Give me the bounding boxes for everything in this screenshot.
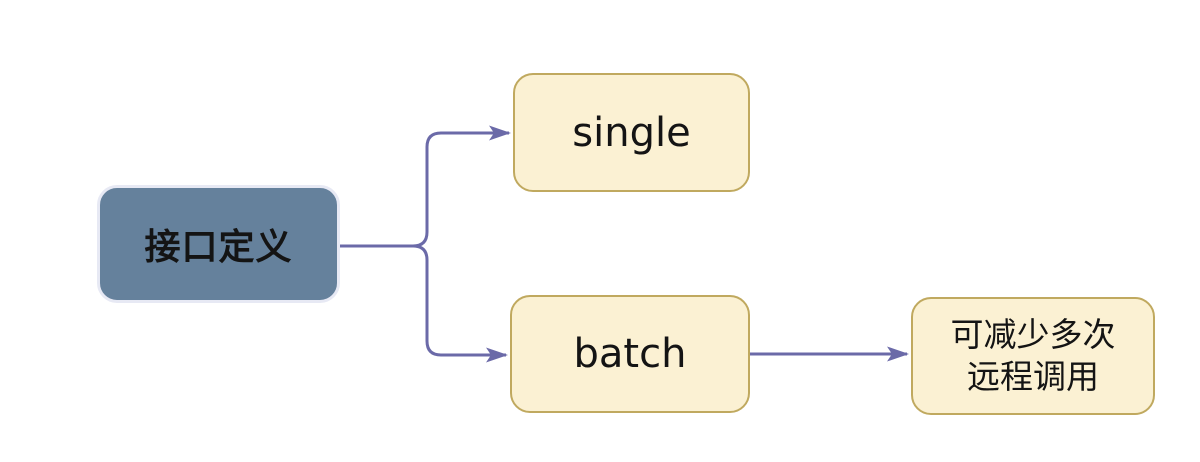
node-interface-definition-label: 接口定义 xyxy=(144,227,293,268)
node-benefit-note-line2: 远程调用 xyxy=(967,357,1099,396)
node-interface-definition[interactable]: 接口定义 xyxy=(97,185,340,303)
node-single[interactable]: single xyxy=(513,73,750,192)
node-batch-label: batch xyxy=(573,331,687,377)
node-single-label: single xyxy=(572,109,691,156)
node-benefit-note-line1: 可减少多次 xyxy=(950,315,1116,355)
node-batch[interactable]: batch xyxy=(510,295,750,413)
node-benefit-note[interactable]: 可减少多次 远程调用 xyxy=(911,297,1155,415)
connector-interface-to-single[interactable] xyxy=(340,125,511,248)
connector-interface-to-batch[interactable] xyxy=(340,244,508,363)
